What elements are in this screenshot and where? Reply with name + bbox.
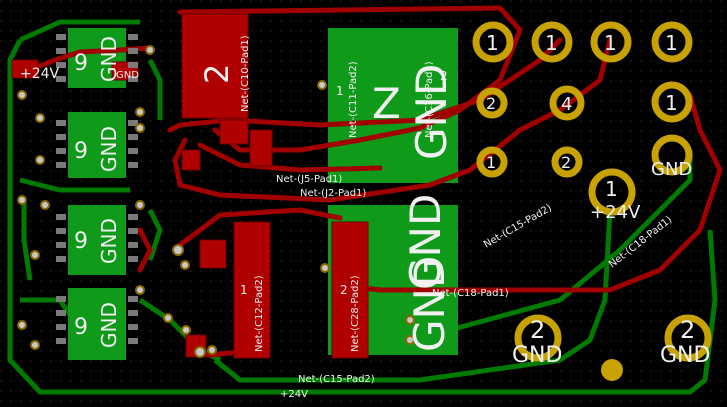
label-cap-bottom-gnd-1: GND bbox=[401, 194, 450, 290]
pad-top-2: 1 bbox=[545, 31, 558, 55]
mounting-hole bbox=[601, 359, 623, 381]
label-c28-pad2: Net-(C28-Pad2) bbox=[350, 275, 361, 352]
ic2-fill bbox=[68, 112, 126, 178]
through-hole-pads bbox=[472, 21, 712, 362]
ic1-number: 9 bbox=[74, 51, 88, 76]
cap-top-fill bbox=[328, 28, 458, 183]
c12-pin1: 1 bbox=[240, 283, 248, 297]
small-pad-f bbox=[181, 149, 201, 171]
c10-number: 2 bbox=[198, 64, 236, 84]
label-cap-bottom-gnd-2: GND bbox=[405, 256, 454, 352]
label-cap-top-gnd: GND bbox=[407, 64, 456, 160]
label-j5-pad1: Net-(J5-Pad1) bbox=[276, 174, 342, 185]
vias bbox=[17, 45, 415, 358]
ic1-gnd: GND bbox=[97, 36, 121, 82]
pad-mid-2: 2 bbox=[486, 94, 496, 113]
label-c16-pad1: Net-(C16-Pad1) bbox=[424, 61, 435, 138]
label-c11-pad2: Net-(C11-Pad2) bbox=[348, 61, 359, 138]
small-pad-g bbox=[219, 119, 249, 145]
small-pad-a bbox=[249, 129, 273, 167]
pad-mid-4: 4 bbox=[561, 94, 572, 115]
small-pad-d bbox=[11, 59, 39, 79]
label-24v-bottom: +24V bbox=[280, 389, 308, 400]
ic4-gnd: GND bbox=[97, 302, 121, 348]
pad-low-2: 2 bbox=[561, 153, 571, 172]
pad-gnd-1-num: 2 bbox=[530, 316, 545, 344]
small-pad-b bbox=[199, 239, 227, 269]
ic4-number: 9 bbox=[74, 315, 88, 340]
ic2-gnd: GND bbox=[97, 126, 121, 172]
ic2-number: 9 bbox=[74, 139, 88, 164]
c16-pin2: 2 bbox=[440, 69, 448, 83]
pad-right-gnd: GND bbox=[651, 159, 692, 180]
label-gnd-small: GND bbox=[116, 70, 139, 81]
label-c12-pad2: Net-(C12-Pad2) bbox=[254, 275, 265, 352]
pad-top-3: 1 bbox=[604, 31, 617, 55]
pad-24v-label: +24V bbox=[590, 202, 641, 223]
ic3-fill bbox=[68, 205, 126, 275]
c28-pin2: 2 bbox=[340, 283, 348, 297]
pad-right-1: 1 bbox=[665, 91, 678, 115]
ic3-number: 9 bbox=[74, 229, 88, 254]
c10-pad bbox=[181, 13, 249, 119]
ic4-fill bbox=[68, 288, 126, 360]
c28-pad bbox=[331, 221, 369, 359]
pad-gnd-2-label: GND bbox=[660, 343, 710, 368]
pad-gnd-1-label: GND bbox=[512, 343, 562, 368]
pad-24v-num: 1 bbox=[605, 177, 618, 201]
labels: +24V GND 2 Net-(C10-Pad1) Z GND Net-(C11… bbox=[20, 31, 710, 400]
label-c15-pad2-bottom: Net-(C15-Pad2) bbox=[298, 374, 375, 385]
ic3-gnd: GND bbox=[97, 218, 121, 264]
label-z: Z bbox=[372, 79, 401, 128]
label-c18-pad1: Net-(C18-Pad1) bbox=[432, 288, 509, 299]
back-copper-pads bbox=[11, 13, 369, 359]
label-24v-left: +24V bbox=[20, 66, 60, 82]
pad-top-4: 1 bbox=[665, 31, 678, 55]
label-j2-pad1: Net-(J2-Pad1) bbox=[300, 188, 366, 199]
label-c10-pad1: Net-(C10-Pad1) bbox=[240, 35, 251, 112]
pad-top-1: 1 bbox=[486, 31, 499, 55]
pad-gnd-2-num: 2 bbox=[680, 316, 695, 344]
c11-pin1: 1 bbox=[336, 84, 344, 98]
c12-pad bbox=[233, 221, 271, 359]
pad-low-1: 1 bbox=[486, 153, 496, 172]
ic-pins bbox=[56, 34, 138, 344]
